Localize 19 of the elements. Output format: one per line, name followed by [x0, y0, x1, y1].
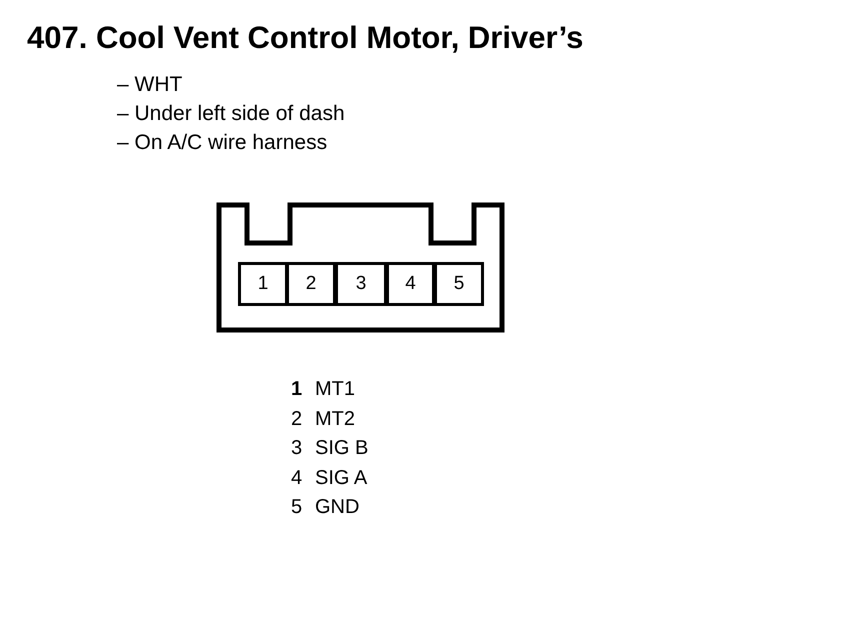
pin-function: MT2: [315, 408, 355, 430]
pin-cavity: 3: [335, 262, 387, 306]
pin-cavity: 2: [286, 262, 336, 306]
pin-function: SIG A: [315, 466, 368, 490]
pin-function: SIG B: [315, 437, 368, 460]
title: 407. Cool Vent Control Motor, Driver’s: [27, 20, 584, 56]
pin-number: 2: [291, 408, 302, 430]
note: – On A/C wire harness: [117, 131, 328, 155]
note: – Under left side of dash: [117, 102, 345, 126]
pin-number: 3: [291, 437, 302, 460]
pin-cavity: 1: [238, 262, 288, 306]
pin-number: 1: [291, 378, 302, 401]
pin-number: 5: [291, 496, 302, 519]
pin-number: 4: [291, 466, 302, 490]
pin-cavity: 5: [434, 262, 484, 306]
pin-function: MT1: [315, 378, 355, 401]
pin-cavity: 4: [386, 262, 435, 306]
note: – WHT: [117, 73, 182, 97]
pin-function: GND: [315, 496, 360, 519]
